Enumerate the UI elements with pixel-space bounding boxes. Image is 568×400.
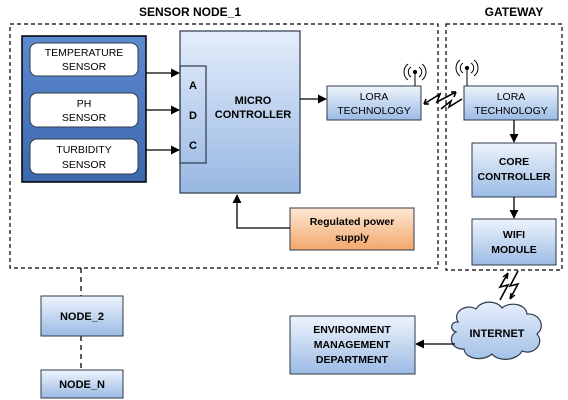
power-supply-block: Regulated power supply xyxy=(289,207,415,251)
gateway-boundary xyxy=(445,23,563,271)
adc-c: C xyxy=(189,140,197,152)
lora-gateway-block: LORA TECHNOLOGY xyxy=(463,85,559,121)
micro-line2: CONTROLLER xyxy=(215,109,291,121)
temperature-sensor-line1: TEMPERATURE xyxy=(45,47,124,59)
power-line1: Regulated power xyxy=(310,216,395,228)
adc-d: D xyxy=(189,110,197,122)
turbidity-sensor-line2: SENSOR xyxy=(62,159,107,171)
temperature-sensor-line2: SENSOR xyxy=(62,61,107,73)
adc-a: A xyxy=(189,80,197,92)
wireless-link-icon xyxy=(423,91,463,110)
internet-label: INTERNET xyxy=(470,328,525,340)
gateway-title: GATEWAY xyxy=(485,5,544,19)
env-line1: ENVIRONMENT xyxy=(313,324,391,336)
antenna-icon xyxy=(455,59,479,86)
node-2-label: NODE_2 xyxy=(60,311,104,323)
sensor-node-boundary xyxy=(9,23,439,269)
ph-sensor-line1: PH xyxy=(77,98,92,110)
core-line2: CONTROLLER xyxy=(478,171,551,183)
env-dept-block: ENVIRONMENT MANAGEMENT DEPARTMENT xyxy=(289,315,416,375)
lora-gateway-line1: LORA xyxy=(497,91,526,103)
env-line2: MANAGEMENT xyxy=(314,339,391,351)
lora-gateway-line2: TECHNOLOGY xyxy=(474,105,548,117)
sensor-node-title: SENSOR NODE_1 xyxy=(139,5,241,19)
lora-node-block: LORA TECHNOLOGY xyxy=(326,85,422,121)
ph-sensor-line2: SENSOR xyxy=(62,112,107,124)
microcontroller-block: A D C MICRO CONTROLLER xyxy=(179,30,301,194)
internet-cloud: INTERNET xyxy=(450,301,542,360)
micro-line1: MICRO xyxy=(235,95,272,107)
turbidity-sensor-line1: TURBIDITY xyxy=(56,144,111,156)
core-controller-block: CORE CONTROLLER xyxy=(471,142,557,198)
wifi-line2: MODULE xyxy=(491,244,537,256)
antenna-icon xyxy=(403,63,427,86)
node-2-block: NODE_2 xyxy=(40,295,124,337)
lora-node-line1: LORA xyxy=(360,91,389,103)
adc-block xyxy=(179,65,207,164)
arrow-power-to-micro xyxy=(232,194,290,229)
ph-sensor: PH SENSOR xyxy=(29,92,139,128)
lora-node-line2: TECHNOLOGY xyxy=(337,105,411,117)
wifi-module-block: WIFI MODULE xyxy=(471,218,557,266)
wifi-line1: WIFI xyxy=(503,229,525,241)
env-line3: DEPARTMENT xyxy=(316,354,389,366)
turbidity-sensor: TURBIDITY SENSOR xyxy=(29,138,139,175)
power-line2: supply xyxy=(335,232,369,244)
node-n-block: NODE_N xyxy=(40,369,124,399)
temperature-sensor: TEMPERATURE SENSOR xyxy=(29,42,139,77)
wireless-link-icon xyxy=(498,270,520,301)
core-line1: CORE xyxy=(499,156,529,168)
node-n-label: NODE_N xyxy=(59,379,105,391)
